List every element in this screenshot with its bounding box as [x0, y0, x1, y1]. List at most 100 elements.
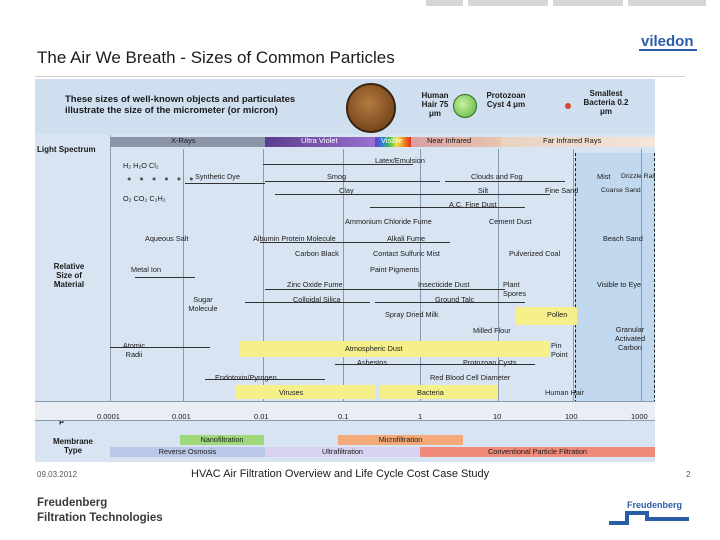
spectrum-far-ir: Far Infrared Rays	[543, 136, 602, 145]
label-spray-milk: Spray Dried Milk	[385, 310, 439, 319]
micron-tick: 1000	[631, 412, 648, 421]
clouds-arrow	[445, 181, 565, 182]
label-colloidal: Colloidal Silica	[293, 295, 341, 304]
atmospheric-dust-highlight	[239, 341, 549, 357]
gridline	[183, 149, 184, 403]
label-milled-flour: Milled Flour	[473, 326, 511, 335]
gridline	[343, 149, 344, 403]
dye-arrow	[185, 183, 265, 184]
micron-tick: 1	[418, 412, 423, 421]
spectrum-xrays: X-Rays	[171, 136, 196, 145]
row-label-spectrum: Light Spectrum	[37, 145, 96, 154]
label-protozoan: Protozoan Cysts	[463, 358, 517, 367]
label-ammonium: Ammonium Chloride Fume	[345, 217, 432, 226]
membrane-nanofiltration: Nanofiltration	[180, 435, 264, 445]
far-infrared-band	[501, 137, 655, 147]
membrane-reverse-osmosis: Reverse Osmosis	[110, 447, 265, 457]
gridline	[573, 149, 574, 403]
page-number: 2	[686, 470, 691, 479]
chart-intro: These sizes of well-known objects and pa…	[65, 94, 296, 116]
label-visible-eye: Visible to Eye	[597, 280, 642, 289]
molecule-row-2: O₂ CO₂ C₂H₂	[123, 194, 166, 203]
footer-title: HVAC Air Filtration Overview and Life Cy…	[191, 468, 490, 480]
label-sugar: Sugar Molecule	[188, 295, 218, 313]
top-tab	[628, 0, 706, 6]
atomic-arrow	[110, 347, 210, 348]
label-cement: Cement Dust	[489, 217, 532, 226]
label-beach-sand: Beach Sand	[603, 234, 643, 243]
gridline	[110, 135, 111, 403]
label-pin-point: Pin Point	[551, 341, 568, 359]
insecticide-arrow	[385, 289, 505, 290]
uv-band	[265, 137, 375, 147]
bacteria-image	[565, 103, 571, 109]
hair-label: Human Hair 75 μm	[421, 91, 449, 118]
label-aqueous-salt: Aqueous Salt	[145, 234, 189, 243]
visible-band	[375, 137, 411, 147]
label-atmospheric-dust: Atmospheric Dust	[345, 344, 403, 353]
top-tab	[468, 0, 548, 6]
spectrum-uv: Ultra Violet	[301, 136, 338, 145]
label-bacteria: Bacteria	[417, 388, 444, 397]
company-line-2: Filtration Technologies	[37, 512, 163, 524]
zinc-arrow	[265, 289, 385, 290]
micron-scale	[35, 401, 655, 421]
latex-arrow	[263, 164, 413, 165]
label-smog: Smog	[327, 172, 347, 181]
viruses-highlight	[235, 385, 375, 399]
slide-title: The Air We Breath - Sizes of Common Part…	[37, 48, 395, 67]
company-name: Freudenberg Filtration Technologies	[37, 496, 163, 526]
metal-ion-arrow	[135, 277, 195, 278]
company-line-1: Freudenberg	[37, 497, 108, 509]
label-carbon-black: Carbon Black	[295, 249, 339, 258]
label-clouds-fog: Clouds and Fog	[471, 172, 523, 181]
gridline	[263, 149, 264, 403]
near-infrared-band	[411, 137, 501, 147]
colloidal-arrow	[245, 302, 370, 303]
label-drizzle-rain: Drizzle Rain	[621, 173, 655, 180]
label-viruses: Viruses	[279, 388, 304, 397]
svg-text:Freudenberg: Freudenberg	[627, 500, 682, 510]
label-granular-carbon: Granular Activated Carbon	[614, 325, 645, 352]
gridline	[420, 149, 421, 403]
gridline	[641, 149, 642, 403]
label-atomic-radii: Atomic Radii	[122, 341, 146, 359]
chart-header	[35, 79, 655, 134]
label-fine-sand: Fine Sand	[545, 186, 579, 195]
label-paint-pigments: Paint Pigments	[370, 265, 420, 274]
label-contact-sulfuric: Contact Sulfuric Mist	[373, 249, 440, 258]
label-asbestos: Asbestos	[357, 358, 388, 367]
membrane-microfiltration: Microfiltration	[338, 435, 463, 445]
clay-arrow	[275, 194, 445, 195]
label-latex: Latex/Emulsion	[375, 156, 425, 165]
label-alkali: Alkali Fume	[387, 234, 426, 243]
spectrum-near-ir: Near Infrared	[427, 136, 472, 145]
label-clay: Clay	[339, 186, 354, 195]
micron-tick: 0.0001	[97, 412, 120, 421]
footer-date: 09.03.2012	[37, 470, 78, 479]
albumin-arrow	[260, 242, 360, 243]
freudenberg-logo: Freudenberg	[609, 500, 689, 525]
endotoxin-arrow	[205, 379, 325, 380]
ac-dust-arrow	[370, 207, 525, 208]
smog-arrow	[265, 181, 440, 182]
silt-arrow	[445, 194, 550, 195]
row-label-relative-size: Relative Size of Material	[53, 262, 85, 289]
membrane-ultrafiltration: Ultrafiltration	[265, 447, 420, 457]
label-pollen: Pollen	[547, 310, 568, 319]
label-albumin: Albumin Protein Molecule	[253, 234, 336, 243]
label-silt: Silt	[478, 186, 489, 195]
micron-tick: 0.1	[338, 412, 349, 421]
label-synthetic-dye: Synthetic Dye	[195, 172, 241, 181]
micron-tick: 100	[565, 412, 578, 421]
label-ground-talc: Ground Talc	[435, 295, 475, 304]
label-human-hair: Human Hair	[545, 388, 584, 397]
label-mist: Mist	[597, 172, 611, 181]
cyst-label: Protozoan Cyst 4 μm	[486, 91, 526, 109]
molecule-row-1: H₂ H₂O Cl₂	[123, 161, 159, 170]
protozoan-arrow	[335, 364, 535, 365]
label-coarse-sand: Coarse Sand	[601, 187, 641, 194]
talc-arrow	[375, 302, 525, 303]
label-ac-fine-dust: A.C. Fine Dust	[449, 200, 497, 209]
top-tab	[553, 0, 623, 6]
